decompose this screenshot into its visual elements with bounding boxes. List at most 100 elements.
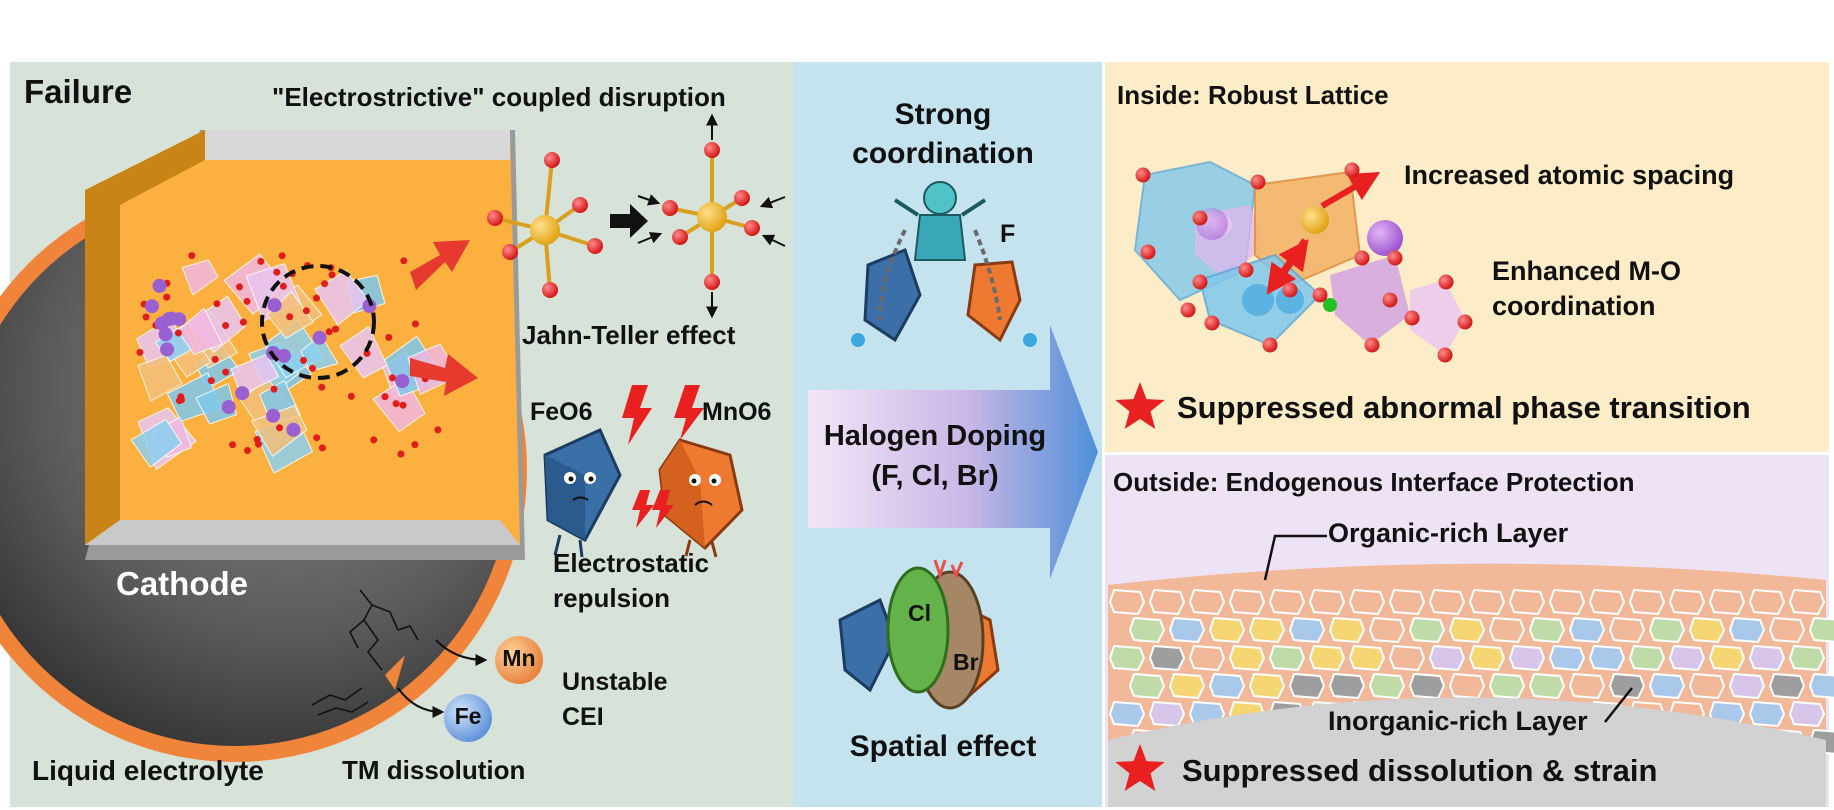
interface-cell	[1408, 672, 1446, 700]
interface-cell	[1668, 588, 1706, 616]
interface-cell	[1388, 644, 1426, 672]
spatial-label: Spatial effect	[849, 730, 1037, 763]
sodium-atom	[312, 330, 327, 345]
oxygen-atom	[222, 322, 230, 329]
mn-ion	[495, 636, 543, 684]
lattice-polyhedron	[137, 354, 183, 402]
interface-cell	[1688, 672, 1726, 700]
interface-cell	[1128, 672, 1166, 700]
electrolyte-label: Liquid electrolyte	[32, 755, 264, 786]
oxygen-atom	[347, 392, 355, 400]
outside-result-label: Suppressed dissolution & strain	[1182, 753, 1658, 788]
oxygen-atom	[163, 293, 171, 301]
interface-cell	[1668, 644, 1706, 672]
oxygen-atom	[363, 349, 371, 357]
interface-cell	[1208, 616, 1246, 644]
mo-coordination-label-line1: Enhanced M-O	[1492, 256, 1682, 286]
fe-dissolution-arrow	[397, 687, 445, 718]
interface-cell	[1508, 644, 1546, 672]
interface-cell	[1288, 672, 1326, 700]
cathode-label: Cathode	[116, 565, 248, 602]
cei-label-line2: CEI	[562, 703, 604, 731]
oxygen-atom	[321, 280, 329, 288]
interface-cell	[1428, 588, 1466, 616]
oxygen-atom	[211, 355, 219, 363]
interface-cell	[1148, 644, 1186, 672]
oxygen-atom	[1262, 337, 1278, 353]
feo6-label: FeO6	[530, 398, 593, 426]
transform-arrow	[610, 204, 648, 238]
interface-cell	[1228, 588, 1266, 616]
coordination-label-line2: coordination	[852, 137, 1034, 170]
oxygen-atom	[1140, 244, 1156, 260]
sodium-atom	[158, 327, 173, 342]
interface-cell	[1248, 672, 1286, 700]
oxygen-atom	[385, 333, 393, 341]
interface-cell	[1588, 644, 1626, 672]
failure-title: Failure	[24, 73, 133, 110]
octahedron-distorted-atoms	[662, 142, 760, 290]
interface-cell	[1488, 672, 1526, 700]
oxygen-atom	[1354, 250, 1370, 266]
interface-cell	[1108, 588, 1146, 616]
interface-cell	[1328, 672, 1366, 700]
interface-cell	[1448, 672, 1486, 700]
sodium-atom	[286, 422, 301, 437]
interface-cell	[1528, 616, 1566, 644]
interface-cell	[1308, 644, 1346, 672]
interface-cell	[1448, 616, 1486, 644]
mo-coordination-label-line2: coordination	[1492, 291, 1656, 321]
oxygen-atom	[397, 450, 405, 458]
sodium-atom	[172, 312, 187, 327]
oxygen-atom	[1312, 287, 1328, 303]
interface-cell	[1648, 672, 1686, 700]
organic-label: Organic-rich Layer	[1328, 518, 1569, 548]
oxygen-atom	[270, 385, 278, 393]
interface-cell	[1348, 644, 1386, 672]
interface-cell	[1488, 616, 1526, 644]
interface-cell	[1328, 616, 1366, 644]
mno6-label: MnO6	[702, 398, 772, 426]
oxygen-atom	[243, 297, 251, 305]
oxygen-atom	[279, 282, 287, 290]
sodium-atom	[267, 298, 282, 313]
oxygen-atom	[1404, 310, 1420, 326]
spatial-cartoon	[838, 559, 1000, 710]
fe-ion	[444, 694, 492, 742]
interface-cell	[1308, 588, 1346, 616]
lattice-polyhedron	[130, 418, 183, 468]
dissolution-label: TM dissolution	[342, 755, 526, 785]
interface-cell	[1248, 616, 1286, 644]
oxygen-atom	[236, 283, 243, 291]
oxygen-atom	[207, 377, 215, 385]
interface-cell	[1808, 616, 1834, 643]
interface-cell	[1288, 616, 1326, 644]
lattice-polyhedron	[195, 382, 238, 425]
oxygen-atom	[1282, 282, 1298, 298]
spacing-label: Increased atomic spacing	[1404, 160, 1735, 190]
sodium-atom	[221, 400, 236, 414]
fluorine-label: F	[1000, 220, 1016, 248]
interface-cell	[1608, 672, 1646, 700]
oxygen-atom	[1437, 347, 1453, 363]
oxygen-atom	[318, 383, 326, 391]
robust-lattice	[1133, 160, 1465, 355]
oxygen-atom	[370, 436, 378, 444]
interface-cell	[1728, 672, 1766, 700]
oxygen-atom	[313, 434, 321, 442]
oxygen-atom	[273, 268, 281, 276]
inorganic-leader	[1604, 687, 1633, 723]
oxygen-atom	[229, 441, 237, 449]
interface-cell	[1108, 644, 1146, 672]
oxygen-atom	[1192, 210, 1208, 226]
interface-cell	[1268, 644, 1306, 672]
disruption-title: "Electrostrictive" coupled disruption	[272, 82, 726, 112]
interface-cell	[1368, 616, 1406, 644]
sodium-atom	[145, 299, 159, 314]
doping-label-line2: (F, Cl, Br)	[871, 460, 999, 492]
interface-cell	[1768, 672, 1806, 700]
oxygen-atom	[142, 313, 150, 321]
oxygen-atom	[411, 320, 419, 328]
fe-ion-label: Fe	[454, 703, 482, 729]
oxygen-atom	[286, 313, 294, 321]
